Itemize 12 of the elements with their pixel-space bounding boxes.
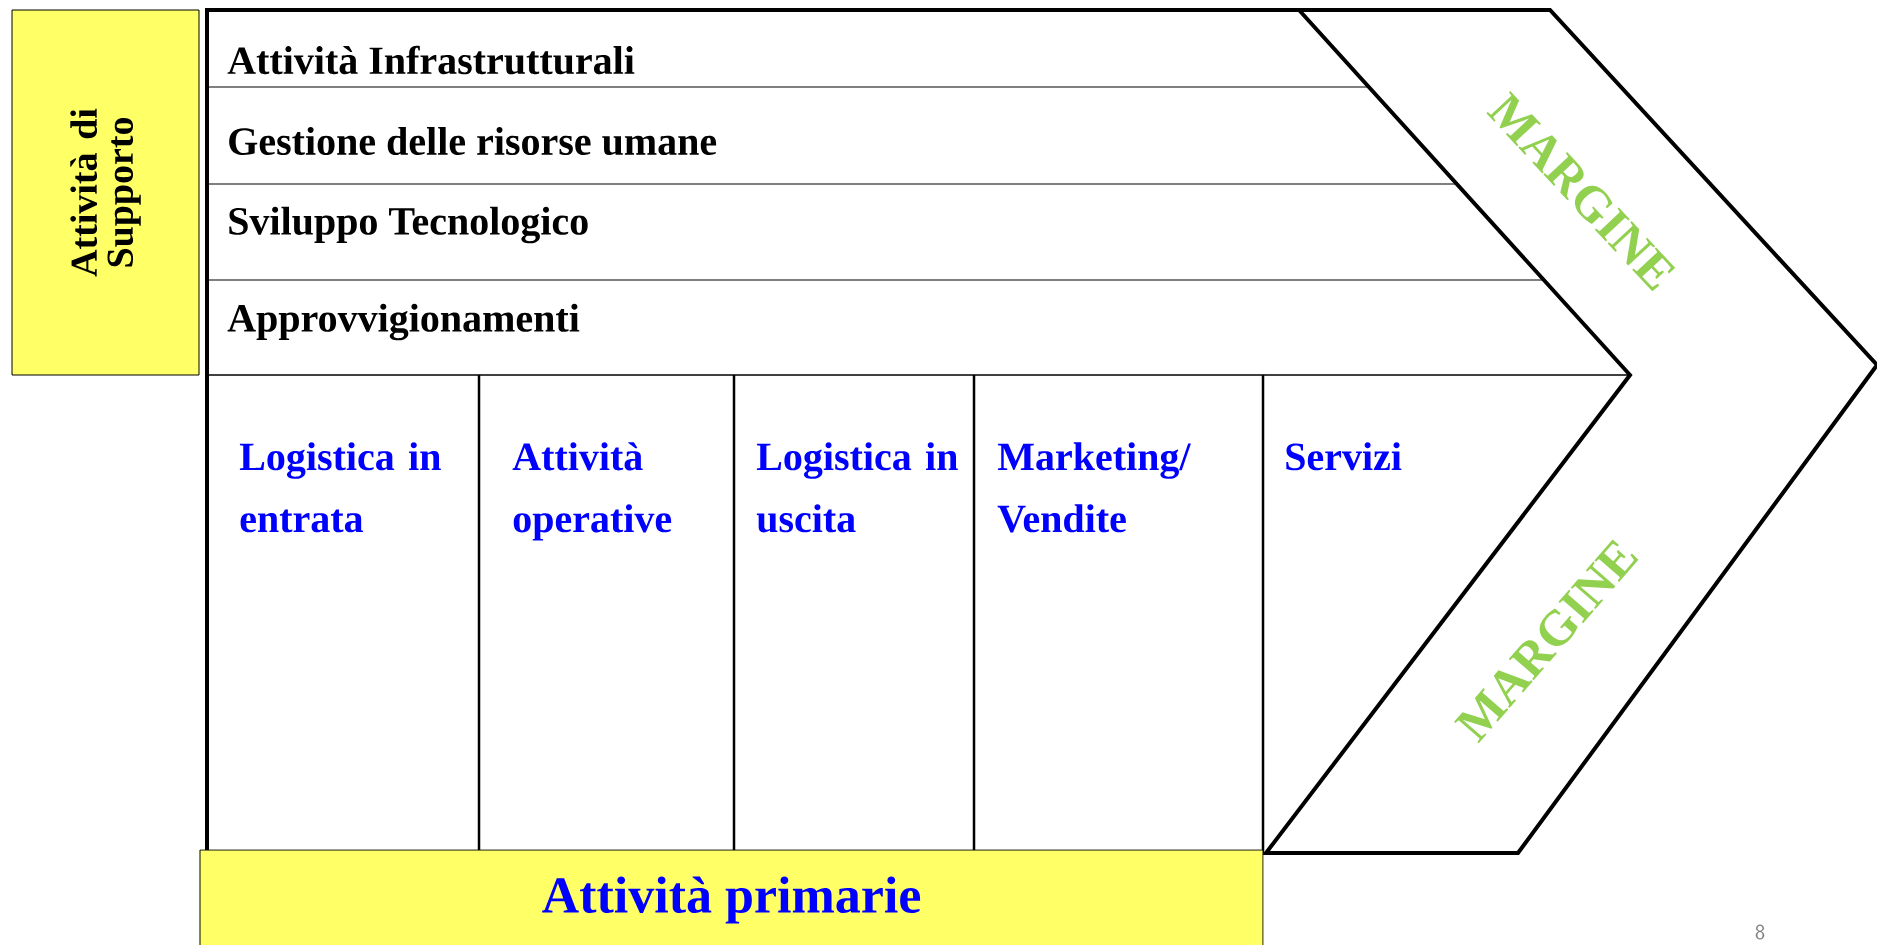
activity-label: Servizi bbox=[1286, 442, 1402, 471]
page-number: 8 bbox=[1755, 924, 1765, 940]
activity-label: Attività Infrastrutturali bbox=[227, 45, 635, 75]
support-box: Attività di Supporto bbox=[11, 9, 200, 376]
activity-label: Marketing/ Vendite bbox=[997, 442, 1191, 533]
activity-label: Logistica in uscita bbox=[756, 442, 958, 533]
activity-label: Approvvigionamenti bbox=[227, 303, 580, 341]
activity-label: Sviluppo Tecnologico bbox=[229, 206, 588, 244]
activity-label: Gestione delle risorse umane bbox=[229, 126, 717, 156]
primary-box: Attività primarie bbox=[199, 849, 1264, 945]
activity-label: Logistica in entrata bbox=[239, 442, 441, 533]
activity-label: Attività operative bbox=[512, 442, 672, 541]
